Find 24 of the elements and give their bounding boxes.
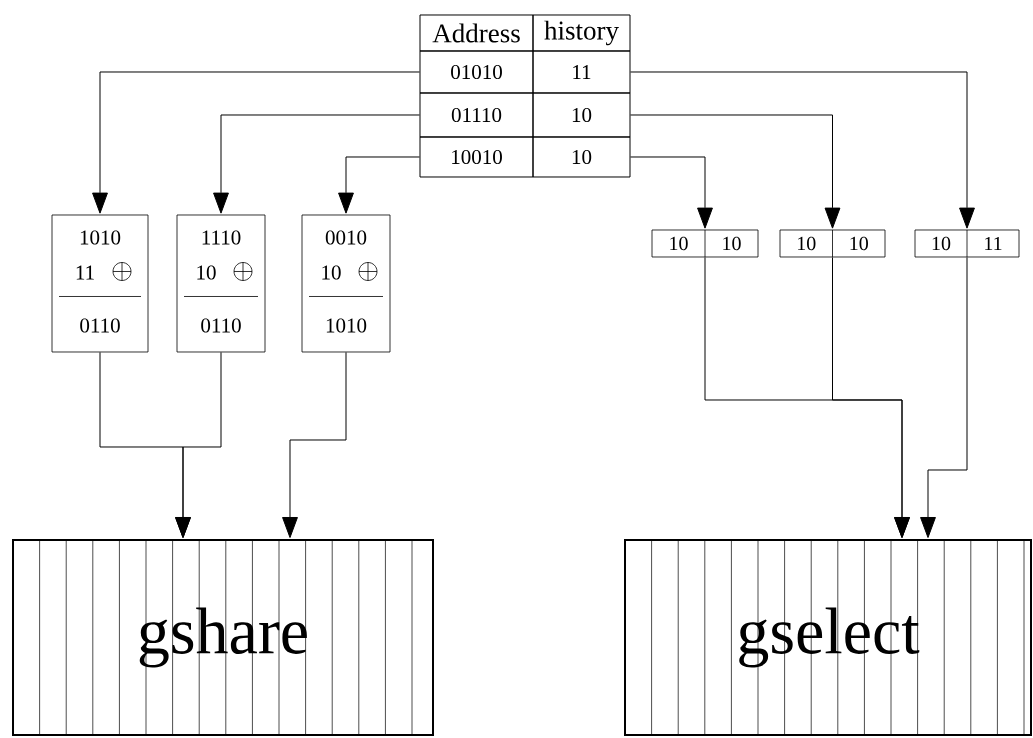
xor-box: 1010 11 0110 xyxy=(51,214,149,353)
xor-box: 0010 10 1010 xyxy=(301,214,391,353)
table-cell: Address xyxy=(419,14,534,52)
table-cell: 01010 xyxy=(419,50,534,94)
arrow xyxy=(630,156,713,229)
arrow xyxy=(832,256,910,539)
index-box: 10 10 xyxy=(779,229,886,258)
arrow xyxy=(175,351,222,539)
arrow xyxy=(630,114,841,229)
xor-box: 1110 10 0110 xyxy=(176,214,266,353)
table-cell: history xyxy=(532,14,631,52)
arrow xyxy=(338,156,420,214)
index-box: 10 10 xyxy=(651,229,759,258)
arrow xyxy=(630,71,975,229)
arrow xyxy=(213,114,420,214)
index-box: 10 11 xyxy=(914,229,1020,258)
arrow xyxy=(920,256,968,539)
arrow xyxy=(282,351,347,539)
table-cell: 11 xyxy=(532,50,631,94)
table-cell: 10010 xyxy=(419,136,534,178)
arrow xyxy=(92,71,420,214)
table-cell: 10 xyxy=(532,136,631,178)
table-cell: 10 xyxy=(532,92,631,138)
table-cell: 01110 xyxy=(419,92,534,138)
